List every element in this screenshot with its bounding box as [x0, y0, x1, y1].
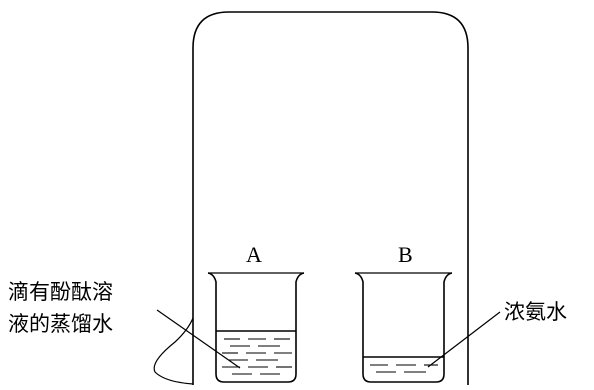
left-callout-line2: 液的蒸馏水	[8, 312, 113, 336]
bell-jar	[192, 11, 469, 385]
beaker-b-body	[354, 272, 453, 383]
right-callout: 浓氨水	[504, 300, 567, 324]
left-callout-line1: 滴有酚酞溶	[8, 280, 113, 304]
beaker-a-body	[207, 272, 305, 383]
beaker-a-liquid-hatching	[222, 338, 292, 375]
left-leader-line	[156, 309, 241, 369]
beaker-b	[354, 272, 453, 383]
beaker-a-label: A	[246, 242, 262, 267]
beaker-b-label: B	[398, 242, 413, 267]
beaker-b-liquid-hatching	[370, 364, 438, 373]
beaker-a	[207, 272, 305, 383]
right-leader-line	[427, 311, 501, 368]
bell-jar-left-curve	[153, 317, 194, 385]
